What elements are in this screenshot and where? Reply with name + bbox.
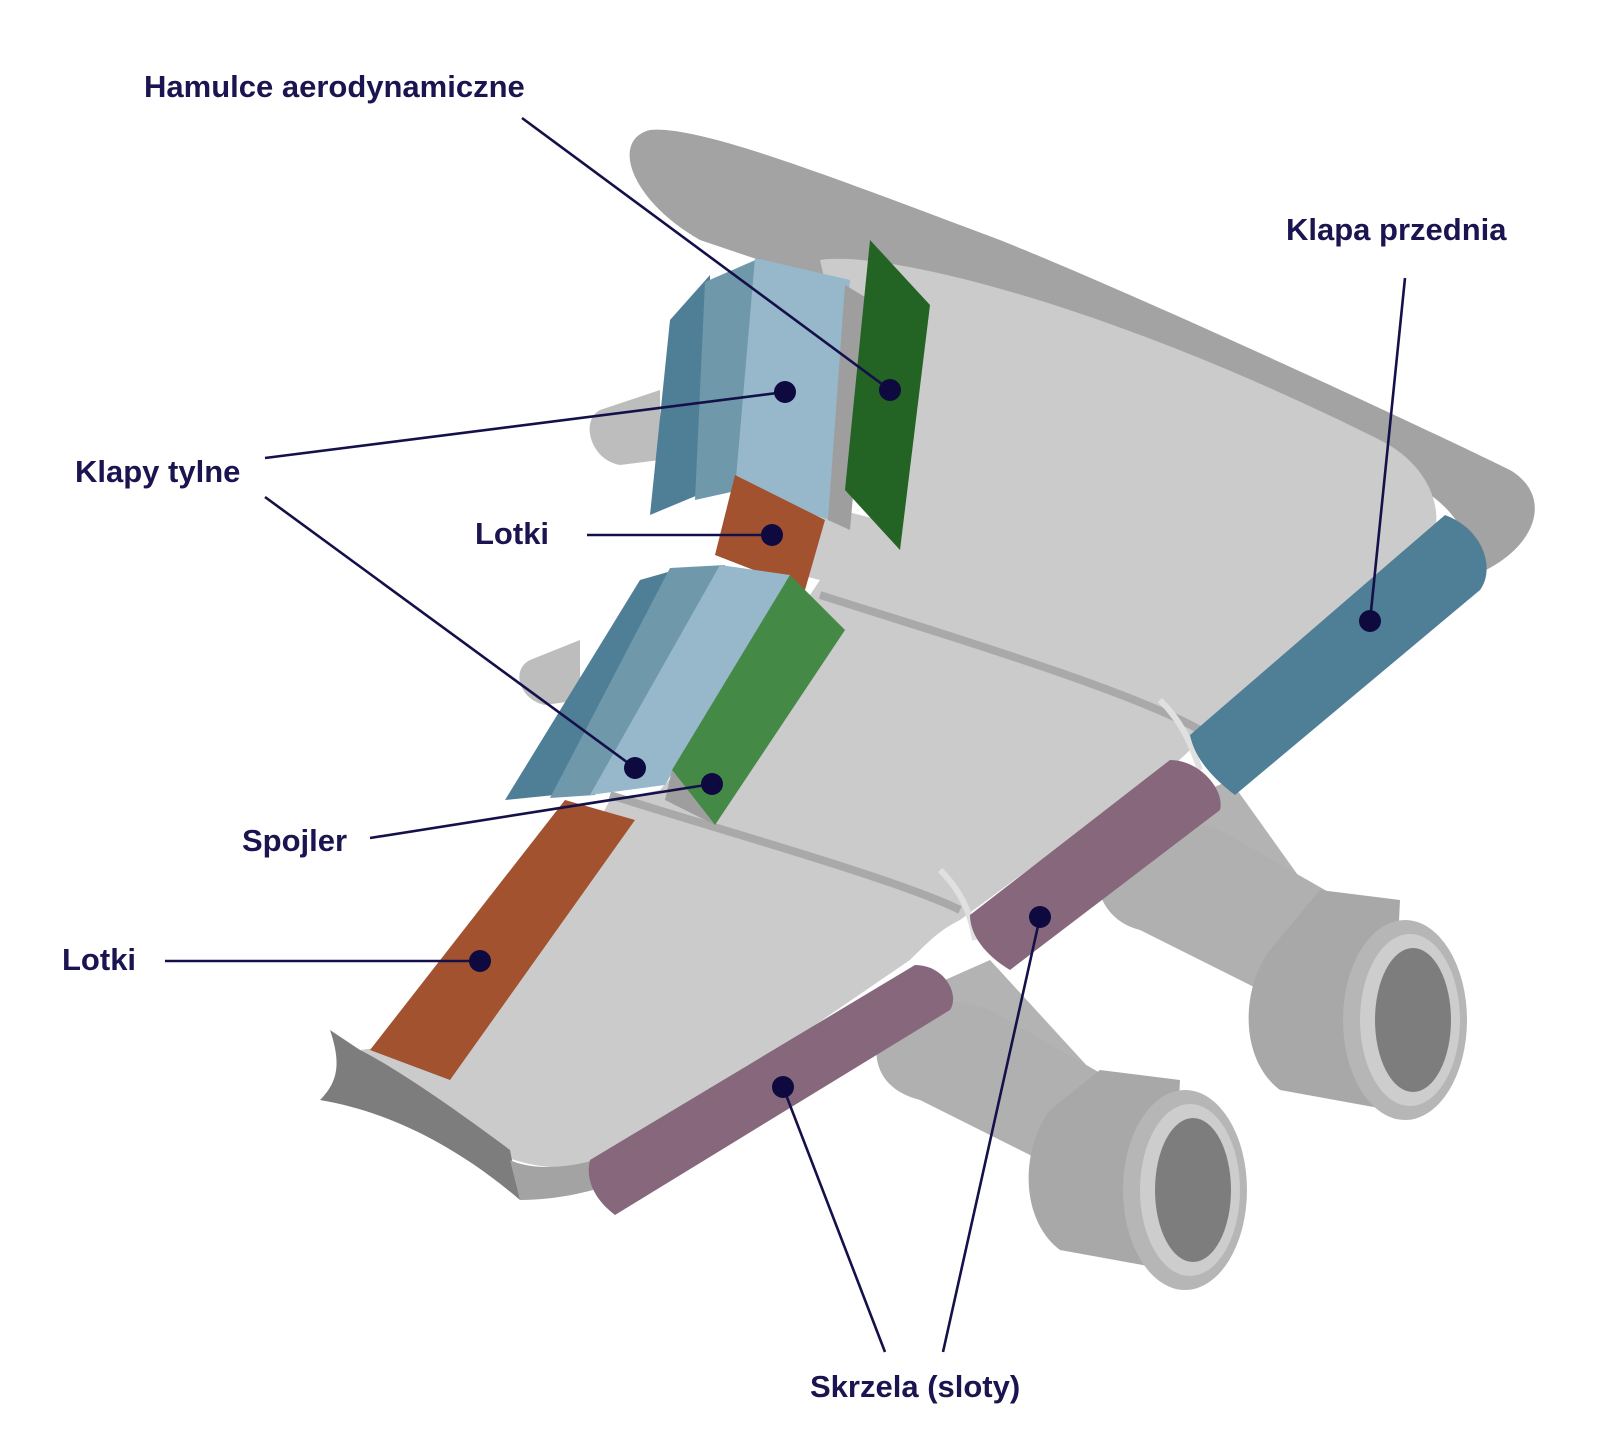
dot-aileron-inboard xyxy=(761,524,783,546)
aileron-outboard-panel xyxy=(370,800,635,1080)
leader-trailing-flap-lower xyxy=(264,495,636,770)
leader-trailing-flap-upper xyxy=(264,390,786,460)
leader-spoiler xyxy=(369,782,713,840)
dot-aileron-outboard xyxy=(469,950,491,972)
label-trailing-flaps: Klapy tylne xyxy=(75,454,240,489)
dot-trailing-flap-upper xyxy=(774,381,796,403)
leader-slat-inboard xyxy=(941,916,1042,1353)
trailing-flap-lower xyxy=(505,565,790,800)
dot-leading-flap xyxy=(1359,610,1381,632)
leader-lines xyxy=(165,116,1407,1353)
dot-speed-brakes xyxy=(879,379,901,401)
dot-trailing-flap-lower xyxy=(624,757,646,779)
marker-dots xyxy=(469,379,1381,1098)
wing-surface xyxy=(320,129,1535,1200)
label-ailerons-inboard: Lotki xyxy=(475,516,549,551)
dot-slat-inboard xyxy=(1029,906,1051,928)
label-spoiler: Spojler xyxy=(242,823,347,858)
spoiler-panel xyxy=(672,575,845,825)
dot-spoiler xyxy=(701,773,723,795)
slat-outboard xyxy=(588,965,954,1215)
engine-rear xyxy=(1096,780,1467,1120)
leader-slat-outboard xyxy=(781,1086,887,1353)
label-slats: Skrzela (sloty) xyxy=(810,1369,1020,1404)
label-leading-edge-flap: Klapa przednia xyxy=(1286,212,1507,247)
leading-edge-flap-panel xyxy=(1190,515,1487,795)
leader-speed-brakes xyxy=(521,116,891,392)
leader-leading-flap xyxy=(1368,277,1407,622)
label-ailerons-outboard: Lotki xyxy=(62,942,136,977)
dot-slat-outboard xyxy=(772,1076,794,1098)
label-speed-brakes: Hamulce aerodynamiczne xyxy=(144,69,525,104)
